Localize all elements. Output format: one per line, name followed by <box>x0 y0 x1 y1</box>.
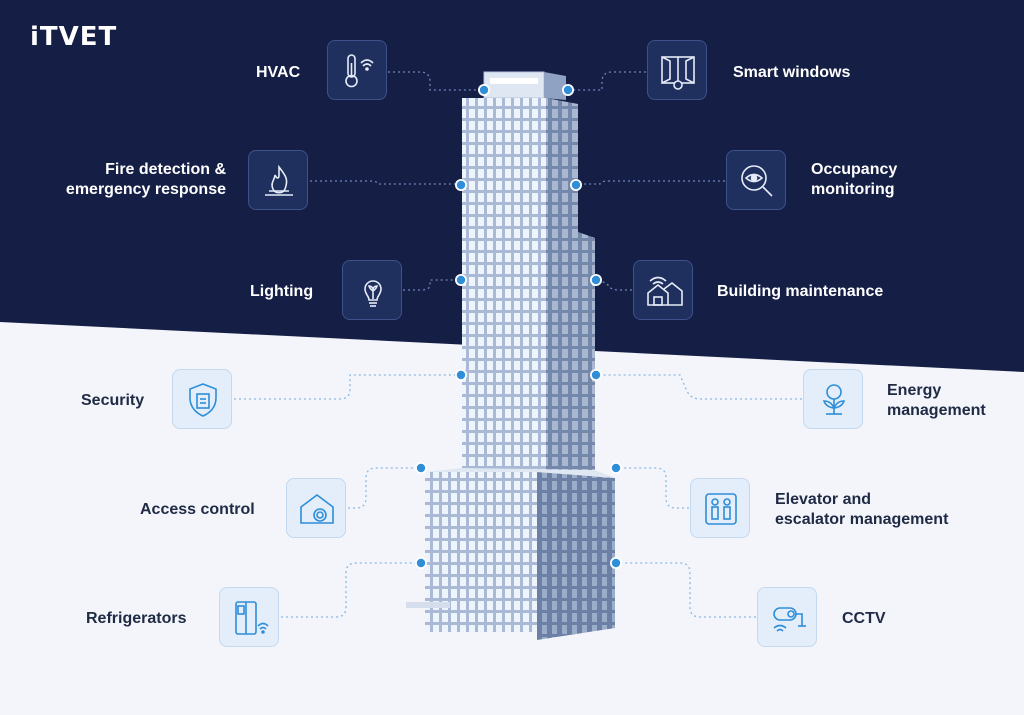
smart-window-icon <box>661 56 695 90</box>
fridge-wifi-icon <box>235 601 269 635</box>
fire-connector-dot <box>456 180 466 190</box>
refrigerators-label: Refrigerators <box>86 610 187 627</box>
rooftop-band <box>490 78 538 84</box>
maintenance-connector-line <box>599 279 632 291</box>
refrigerators-connector-line <box>281 562 421 618</box>
fire-icon <box>265 164 293 196</box>
energy-connector-line <box>596 374 802 400</box>
lighting-icon-box <box>342 260 402 320</box>
smart-windows-connector-line <box>568 71 646 91</box>
fire-label: Fire detection & emergency response <box>40 160 226 200</box>
security-connector-line <box>234 374 461 400</box>
elevator-connector-dot <box>611 463 621 473</box>
occupancy-connector-dot <box>571 180 581 190</box>
thermometer-wifi-icon <box>345 54 374 88</box>
shield-icon <box>189 383 217 417</box>
elevator-icon <box>705 493 737 525</box>
security-connector-dot <box>456 370 466 380</box>
maintenance-icon-box <box>633 260 693 320</box>
fire-label-line2: emergency response <box>65 181 226 198</box>
energy-label: Energy management <box>887 381 986 421</box>
smart-windows-label: Smart windows <box>733 64 851 81</box>
logo-text: iTVET <box>30 22 118 52</box>
occupancy-label: Occupancy monitoring <box>811 160 897 200</box>
energy-label-line2: management <box>887 402 986 419</box>
tower-side-face <box>546 98 595 478</box>
refrigerators-icon-box <box>219 587 279 647</box>
bulb-plant-icon <box>822 384 846 415</box>
occupancy-label-line2: monitoring <box>811 181 895 198</box>
energy-label-line1: Energy <box>887 382 942 399</box>
cctv-camera-icon <box>773 607 806 632</box>
occupancy-label-line1: Occupancy <box>811 161 898 178</box>
fire-icon-box <box>248 150 308 210</box>
rooftop-side <box>544 72 566 100</box>
occupancy-connector-line <box>576 180 725 185</box>
hvac-label: HVAC <box>256 64 301 81</box>
tower-side-shade <box>546 98 595 478</box>
cctv-label: CCTV <box>842 610 886 627</box>
fire-connector-line <box>310 180 461 185</box>
smart-windows-connector-dot <box>563 85 573 95</box>
smart-windows-icon-box <box>647 40 707 100</box>
energy-connector-dot <box>591 370 601 380</box>
hvac-connector-line <box>388 71 484 91</box>
tower-front-face <box>462 98 546 478</box>
lighting-connector-line <box>403 279 461 291</box>
cctv-connector-line <box>616 562 756 618</box>
security-icon-box <box>172 369 232 429</box>
entrance-canopy <box>406 602 450 608</box>
elevator-icon-box <box>690 478 750 538</box>
lighting-connector-dot <box>456 275 466 285</box>
lighting-label: Lighting <box>250 283 314 300</box>
base-roof <box>425 468 615 478</box>
refrigerators-connector-dot <box>416 558 426 568</box>
elevator-label: Elevator and escalator management <box>775 490 948 530</box>
access-label: Access control <box>140 501 255 518</box>
hvac-connector-dot <box>479 85 489 95</box>
elevator-label-line2: escalator management <box>775 511 949 528</box>
access-connector-line <box>348 467 421 509</box>
eye-magnifier-icon <box>741 165 773 197</box>
cctv-icon-box <box>757 587 817 647</box>
occupancy-icon-box <box>726 150 786 210</box>
bulb-leaf-icon <box>364 280 382 307</box>
access-icon-box <box>286 478 346 538</box>
cctv-connector-dot <box>611 558 621 568</box>
maintenance-label: Building maintenance <box>717 283 884 300</box>
maintenance-connector-dot <box>591 275 601 285</box>
house-wifi-icon <box>647 276 683 306</box>
access-connector-dot <box>416 463 426 473</box>
base-side-face <box>537 472 615 640</box>
elevator-connector-line <box>616 467 689 509</box>
elevator-label-line1: Elevator and <box>775 491 872 508</box>
security-label: Security <box>81 392 145 409</box>
itvet-logo: iTVET <box>30 22 117 52</box>
house-fingerprint-icon <box>300 494 334 524</box>
fire-label-line1: Fire detection & <box>105 161 226 178</box>
energy-icon-box <box>803 369 863 429</box>
hvac-icon-box <box>327 40 387 100</box>
